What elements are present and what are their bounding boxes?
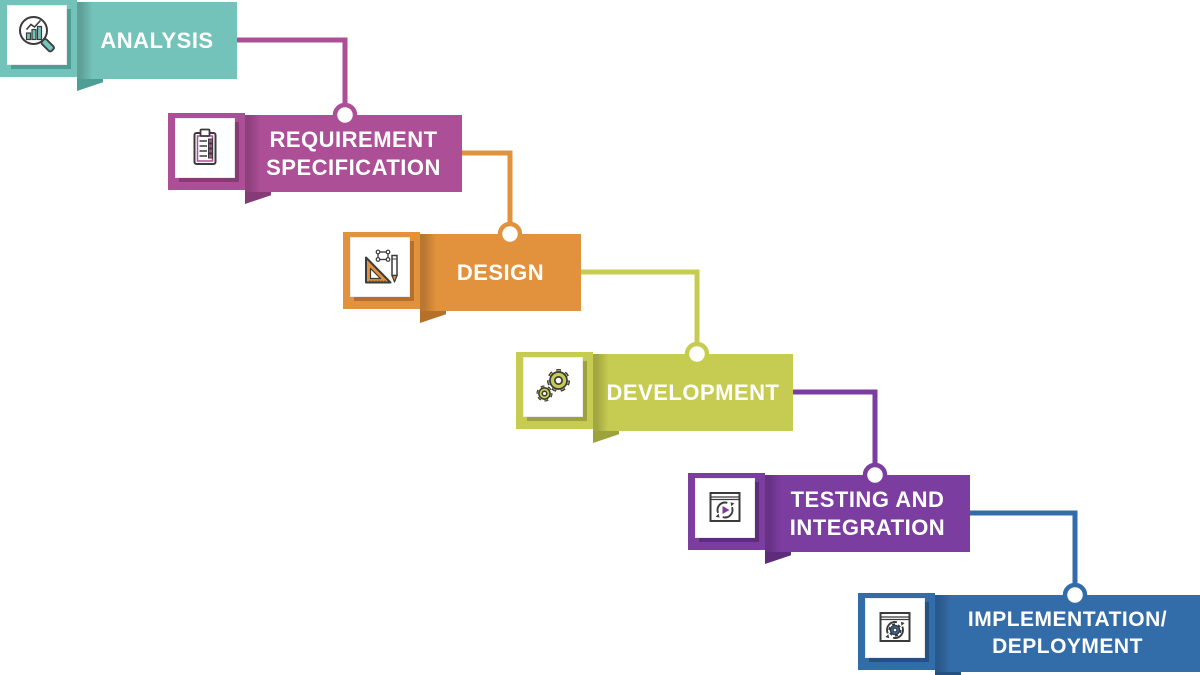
triangle-ruler-pencil-icon	[365, 249, 398, 284]
stage-label: DESIGN	[456, 259, 545, 285]
stage-bar: REQUIREMENT SPECIFICATION	[245, 115, 462, 192]
stage-icon-tile	[350, 237, 410, 297]
clipboard-checklist-icon	[193, 128, 217, 165]
stage-bar: IMPLEMENTATION/ DEPLOYMENT	[935, 595, 1200, 672]
stage-bar: ANALYSIS	[77, 2, 237, 79]
stage-bar: DESIGN	[420, 234, 581, 311]
stage-icon-tile	[175, 118, 235, 178]
stage-icon-tile	[865, 598, 925, 658]
stage-label: IMPLEMENTATION/ DEPLOYMENT	[967, 608, 1168, 658]
connector-3	[581, 269, 700, 342]
deploy-gear-window-icon	[879, 612, 911, 642]
gears-icon	[536, 369, 570, 402]
stage-bar: DEVELOPMENT	[593, 354, 793, 431]
connector-2	[462, 150, 513, 222]
connector-5	[970, 510, 1078, 583]
stage-label: ANALYSIS	[100, 27, 214, 53]
connector-1	[237, 37, 348, 103]
magnifier-chart-icon	[19, 16, 55, 53]
stage-icon-tile	[7, 5, 67, 65]
test-run-window-icon	[709, 492, 741, 522]
stage-bar: TESTING AND INTEGRATION	[765, 475, 970, 552]
stage-label: TESTING AND INTEGRATION	[789, 487, 946, 540]
stage-label: DEVELOPMENT	[606, 379, 780, 405]
stage-label: REQUIREMENT SPECIFICATION	[266, 127, 441, 180]
connector-4	[793, 389, 878, 463]
stage-icon-tile	[695, 478, 755, 538]
stage-icon-tile	[523, 357, 583, 417]
